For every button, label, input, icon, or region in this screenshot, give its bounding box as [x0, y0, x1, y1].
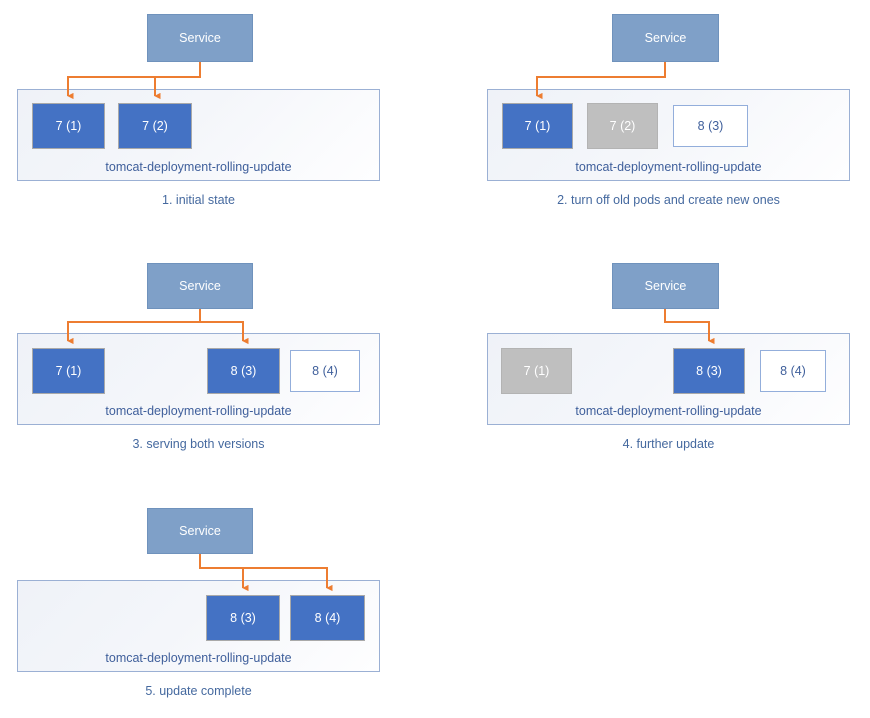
- service-box: Service: [612, 14, 719, 62]
- pod-7-1: 7 (1): [32, 103, 105, 149]
- deployment-name-label: tomcat-deployment-rolling-update: [105, 160, 292, 174]
- service-box: Service: [147, 263, 253, 309]
- pod-7-1: 7 (1): [502, 103, 573, 149]
- pod-8-4: 8 (4): [760, 350, 826, 392]
- pod-7-1: 7 (1): [32, 348, 105, 394]
- pod-8-4: 8 (4): [290, 350, 360, 392]
- pod-7-1: 7 (1): [501, 348, 572, 394]
- deployment-name-label: tomcat-deployment-rolling-update: [575, 160, 762, 174]
- deployment-name-label: tomcat-deployment-rolling-update: [105, 404, 292, 418]
- service-box: Service: [147, 14, 253, 62]
- pod-8-3: 8 (3): [206, 595, 280, 641]
- pod-7-2: 7 (2): [118, 103, 192, 149]
- service-box: Service: [147, 508, 253, 554]
- panel-3-caption: 3. serving both versions: [132, 437, 265, 451]
- pod-7-2: 7 (2): [587, 103, 658, 149]
- pod-8-3: 8 (3): [673, 105, 748, 147]
- panel-5-caption: 5. update complete: [145, 684, 252, 698]
- pod-8-3: 8 (3): [207, 348, 280, 394]
- deployment-name-label: tomcat-deployment-rolling-update: [105, 651, 292, 665]
- panel-1-caption: 1. initial state: [162, 193, 235, 207]
- pod-8-3: 8 (3): [673, 348, 745, 394]
- service-box: Service: [612, 263, 719, 309]
- deployment-name-label: tomcat-deployment-rolling-update: [575, 404, 762, 418]
- panel-4-caption: 4. further update: [622, 437, 715, 451]
- panel-2-caption: 2. turn off old pods and create new ones: [557, 193, 780, 207]
- pod-8-4: 8 (4): [290, 595, 365, 641]
